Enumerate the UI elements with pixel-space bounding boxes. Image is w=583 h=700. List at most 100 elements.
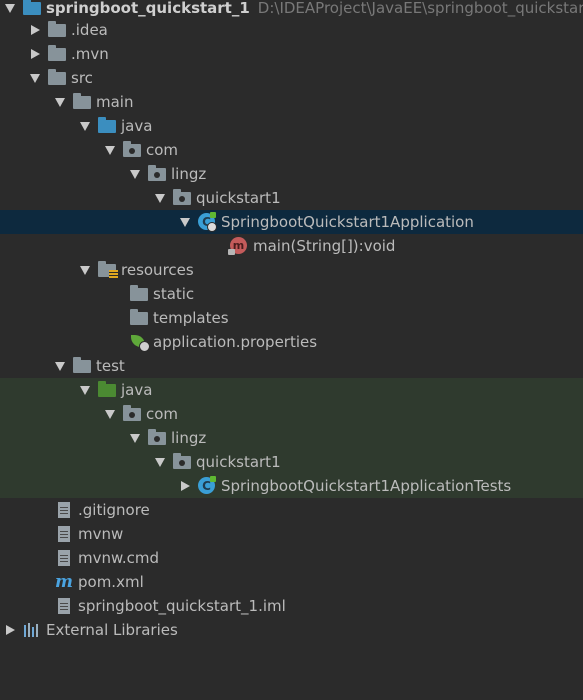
library-icon bbox=[22, 620, 42, 640]
chevron-down-icon[interactable] bbox=[77, 258, 93, 282]
tree-row-templates[interactable]: templates bbox=[0, 306, 583, 330]
tree-row-main[interactable]: main bbox=[0, 90, 583, 114]
source-folder-icon bbox=[97, 116, 117, 136]
chevron-down-icon[interactable] bbox=[52, 90, 68, 114]
class-label: SpringbootQuickstart1Application bbox=[221, 213, 474, 231]
folder-icon bbox=[72, 356, 92, 376]
text-file-icon bbox=[54, 524, 74, 544]
tree-row-test-java[interactable]: java bbox=[0, 378, 583, 402]
folder-label: java bbox=[121, 381, 153, 399]
tree-row-mvn[interactable]: .mvn bbox=[0, 42, 583, 66]
resources-folder-icon bbox=[97, 260, 118, 280]
tree-row-mvnw[interactable]: mvnw bbox=[0, 522, 583, 546]
folder-label: static bbox=[153, 285, 195, 303]
folder-icon bbox=[129, 308, 149, 328]
file-label: .gitignore bbox=[78, 501, 150, 519]
test-class-icon: C bbox=[197, 476, 217, 496]
spring-leaf-icon bbox=[129, 332, 150, 352]
package-icon bbox=[122, 140, 142, 160]
tree-row-external-libraries[interactable]: External Libraries bbox=[0, 618, 583, 642]
package-label: lingz bbox=[171, 165, 207, 183]
chevron-down-icon[interactable] bbox=[77, 114, 93, 138]
folder-label: External Libraries bbox=[46, 621, 178, 639]
tree-row-resources[interactable]: resources bbox=[0, 258, 583, 282]
chevron-down-icon[interactable] bbox=[177, 210, 193, 234]
package-icon bbox=[172, 188, 192, 208]
tree-row-main-quickstart1[interactable]: quickstart1 bbox=[0, 186, 583, 210]
test-folder-icon bbox=[97, 380, 117, 400]
chevron-down-icon[interactable] bbox=[52, 354, 68, 378]
file-label: springboot_quickstart_1.iml bbox=[78, 597, 286, 615]
tree-row-main-method[interactable]: m main(String[]):void bbox=[0, 234, 583, 258]
file-label: pom.xml bbox=[78, 573, 144, 591]
tree-row-application-class[interactable]: C SpringbootQuickstart1Application bbox=[0, 210, 583, 234]
chevron-right-icon[interactable] bbox=[177, 474, 193, 498]
package-label: lingz bbox=[171, 429, 207, 447]
tree-row-mvnw-cmd[interactable]: mvnw.cmd bbox=[0, 546, 583, 570]
folder-icon bbox=[47, 20, 67, 40]
folder-icon bbox=[47, 68, 67, 88]
tree-row-test-class[interactable]: C SpringbootQuickstart1ApplicationTests bbox=[0, 474, 583, 498]
tree-row-static[interactable]: static bbox=[0, 282, 583, 306]
tree-row-main-lingz[interactable]: lingz bbox=[0, 162, 583, 186]
chevron-down-icon[interactable] bbox=[127, 426, 143, 450]
chevron-right-icon[interactable] bbox=[2, 618, 18, 642]
text-file-icon bbox=[54, 596, 74, 616]
project-name: springboot_quickstart_1 bbox=[46, 0, 250, 17]
chevron-down-icon[interactable] bbox=[102, 138, 118, 162]
package-icon bbox=[122, 404, 142, 424]
tree-row-idea[interactable]: .idea bbox=[0, 18, 583, 42]
file-label: mvnw.cmd bbox=[78, 549, 160, 567]
folder-label: test bbox=[96, 357, 125, 375]
package-label: quickstart1 bbox=[196, 453, 281, 471]
chevron-down-icon[interactable] bbox=[127, 162, 143, 186]
folder-label: main bbox=[96, 93, 134, 111]
tree-row-src[interactable]: src bbox=[0, 66, 583, 90]
package-icon bbox=[172, 452, 192, 472]
package-label: com bbox=[146, 141, 179, 159]
tree-row-test-quickstart1[interactable]: quickstart1 bbox=[0, 450, 583, 474]
chevron-right-icon[interactable] bbox=[27, 18, 43, 42]
tree-row-test-com[interactable]: com bbox=[0, 402, 583, 426]
file-label: mvnw bbox=[78, 525, 124, 543]
maven-icon: m bbox=[55, 572, 73, 592]
chevron-down-icon[interactable] bbox=[152, 186, 168, 210]
class-label: SpringbootQuickstart1ApplicationTests bbox=[221, 477, 512, 495]
folder-label: resources bbox=[121, 261, 194, 279]
folder-label: templates bbox=[153, 309, 229, 327]
tree-row-pom[interactable]: m pom.xml bbox=[0, 570, 583, 594]
chevron-down-icon[interactable] bbox=[2, 0, 18, 20]
tree-row-test[interactable]: test bbox=[0, 354, 583, 378]
package-icon bbox=[147, 428, 167, 448]
folder-label: java bbox=[121, 117, 153, 135]
chevron-down-icon[interactable] bbox=[27, 66, 43, 90]
tree-row-gitignore[interactable]: .gitignore bbox=[0, 498, 583, 522]
package-label: com bbox=[146, 405, 179, 423]
project-icon bbox=[22, 0, 42, 18]
method-label: main(String[]):void bbox=[253, 237, 396, 255]
tree-row-project-root[interactable]: springboot_quickstart_1 D:\IDEAProject\J… bbox=[0, 0, 583, 20]
package-label: quickstart1 bbox=[196, 189, 281, 207]
folder-icon bbox=[72, 92, 92, 112]
folder-label: .mvn bbox=[71, 45, 109, 63]
file-label: application.properties bbox=[153, 333, 318, 351]
folder-label: .idea bbox=[71, 21, 108, 39]
package-icon bbox=[147, 164, 167, 184]
chevron-down-icon[interactable] bbox=[77, 378, 93, 402]
folder-icon bbox=[47, 44, 67, 64]
tree-row-main-java[interactable]: java bbox=[0, 114, 583, 138]
folder-icon bbox=[129, 284, 149, 304]
tree-row-application-properties[interactable]: application.properties bbox=[0, 330, 583, 354]
text-file-icon bbox=[54, 500, 74, 520]
chevron-down-icon[interactable] bbox=[152, 450, 168, 474]
tree-row-test-lingz[interactable]: lingz bbox=[0, 426, 583, 450]
text-file-icon bbox=[54, 548, 74, 568]
tree-row-iml[interactable]: springboot_quickstart_1.iml bbox=[0, 594, 583, 618]
spring-boot-class-icon: C bbox=[197, 212, 217, 232]
chevron-down-icon[interactable] bbox=[102, 402, 118, 426]
chevron-right-icon[interactable] bbox=[27, 42, 43, 66]
folder-label: src bbox=[71, 69, 93, 87]
project-path: D:\IDEAProject\JavaEE\springboot_quickst… bbox=[257, 0, 583, 17]
method-icon: m bbox=[228, 236, 249, 256]
tree-row-main-com[interactable]: com bbox=[0, 138, 583, 162]
